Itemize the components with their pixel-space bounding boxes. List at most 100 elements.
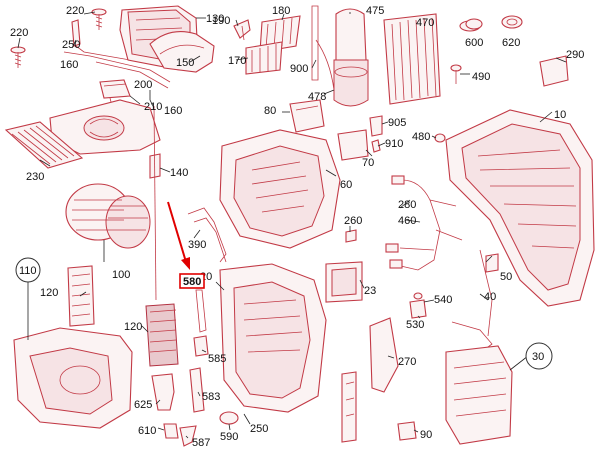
grommet-480-icon bbox=[434, 133, 446, 143]
label-580: 580 bbox=[183, 276, 201, 288]
label-180: 180 bbox=[272, 5, 290, 17]
pipe-583-icon bbox=[189, 367, 205, 413]
reservoir-475-icon bbox=[333, 8, 369, 107]
harness-280-icon bbox=[385, 175, 463, 271]
label-50: 50 bbox=[500, 271, 512, 283]
label-220a: 220 bbox=[66, 5, 84, 17]
label-900: 900 bbox=[290, 63, 308, 75]
bracket-lever-icon bbox=[451, 321, 493, 351]
clip-50-icon bbox=[485, 253, 499, 273]
label-80: 80 bbox=[264, 105, 276, 117]
bracket-250-icon bbox=[71, 19, 131, 61]
label-600: 600 bbox=[465, 37, 483, 49]
label-10: 10 bbox=[554, 109, 566, 121]
screw-220b-icon bbox=[10, 46, 26, 68]
label-140: 140 bbox=[170, 167, 188, 179]
bracket-290-icon bbox=[539, 55, 569, 87]
label-460: 460 bbox=[398, 215, 416, 227]
label-160a: 160 bbox=[60, 59, 78, 71]
pipe-585-icon bbox=[193, 335, 209, 357]
label-230: 230 bbox=[26, 171, 44, 183]
highlight-callout: 580 bbox=[167, 201, 205, 289]
fan-cover-icon bbox=[49, 99, 161, 155]
flap-190-icon bbox=[233, 19, 251, 41]
vane-180-icon bbox=[259, 15, 301, 53]
label-587: 587 bbox=[192, 437, 210, 449]
label-250: 250 bbox=[62, 39, 80, 51]
label-250b: 250 bbox=[250, 423, 268, 435]
leader-lines bbox=[17, 11, 567, 439]
screw-220-icon bbox=[91, 8, 107, 30]
label-60: 60 bbox=[340, 179, 352, 191]
label-583: 583 bbox=[202, 391, 220, 403]
valve-587-icon bbox=[179, 425, 197, 447]
rod-40-icon bbox=[479, 249, 493, 337]
label-260: 260 bbox=[344, 215, 362, 227]
rail-bottom-icon bbox=[341, 371, 357, 443]
sensor-905-icon bbox=[369, 115, 383, 137]
callout-circle-110 bbox=[15, 257, 41, 283]
highlight-box-580 bbox=[179, 273, 205, 289]
label-480: 480 bbox=[412, 131, 430, 143]
label-70: 70 bbox=[362, 157, 374, 169]
label-170: 170 bbox=[228, 55, 246, 67]
clip-90-icon bbox=[397, 421, 417, 441]
label-210: 210 bbox=[144, 101, 162, 113]
heater-core-470-icon bbox=[383, 13, 441, 105]
vane-170-icon bbox=[245, 41, 283, 75]
label-478: 478 bbox=[308, 91, 326, 103]
label-490: 490 bbox=[472, 71, 490, 83]
part-labels: 220 220 250 190 180 475 470 130 600 620 … bbox=[10, 5, 584, 449]
label-30: 30 bbox=[532, 351, 544, 363]
callout-circle-30 bbox=[525, 342, 553, 370]
label-470: 470 bbox=[416, 17, 434, 29]
actuator-70-icon bbox=[337, 129, 369, 161]
label-910: 910 bbox=[385, 138, 403, 150]
label-475: 475 bbox=[366, 5, 384, 17]
label-280: 280 bbox=[398, 199, 416, 211]
clip-260-icon bbox=[345, 229, 357, 243]
rod-160b-icon bbox=[153, 105, 157, 301]
cable-160-icon bbox=[63, 51, 171, 89]
tube-900-icon bbox=[311, 5, 335, 91]
connector-530-icon bbox=[409, 299, 427, 319]
label-610: 610 bbox=[138, 425, 156, 437]
label-160b: 160 bbox=[164, 105, 182, 117]
flap-23-icon bbox=[325, 261, 363, 303]
case-30-icon bbox=[445, 345, 513, 445]
label-390: 390 bbox=[188, 239, 206, 251]
label-120b: 120 bbox=[124, 321, 142, 333]
label-220b: 220 bbox=[10, 27, 28, 39]
lower-housing-icon bbox=[13, 327, 133, 429]
label-100: 100 bbox=[112, 269, 130, 281]
label-190: 190 bbox=[212, 15, 230, 27]
label-620: 620 bbox=[502, 37, 520, 49]
main-housing-60-icon bbox=[219, 129, 341, 249]
label-590: 590 bbox=[220, 431, 238, 443]
label-90: 90 bbox=[420, 429, 432, 441]
hose-390-icon bbox=[187, 207, 227, 263]
screw-490-icon bbox=[450, 64, 462, 84]
label-625: 625 bbox=[134, 399, 152, 411]
seal-590-icon bbox=[219, 411, 239, 425]
seal-620-icon bbox=[501, 15, 523, 29]
filter-120-icon bbox=[67, 265, 95, 327]
label-150: 150 bbox=[176, 57, 194, 69]
label-120a: 120 bbox=[40, 287, 58, 299]
label-110: 110 bbox=[19, 265, 37, 277]
actuator-80-icon bbox=[289, 99, 325, 133]
hose-580-icon bbox=[195, 289, 207, 333]
pin-910-icon bbox=[371, 139, 381, 153]
blower-100-icon bbox=[65, 183, 151, 249]
label-585: 585 bbox=[208, 353, 226, 365]
seal-600-icon bbox=[465, 18, 483, 30]
label-290: 290 bbox=[566, 49, 584, 61]
label-130: 130 bbox=[206, 13, 224, 25]
bracket-270-icon bbox=[369, 317, 399, 393]
label-200: 200 bbox=[134, 79, 152, 91]
lower-housing-20-icon bbox=[219, 263, 327, 413]
label-540: 540 bbox=[434, 294, 452, 306]
upper-housing-10-icon bbox=[445, 109, 595, 307]
pin-540-icon bbox=[413, 292, 423, 300]
